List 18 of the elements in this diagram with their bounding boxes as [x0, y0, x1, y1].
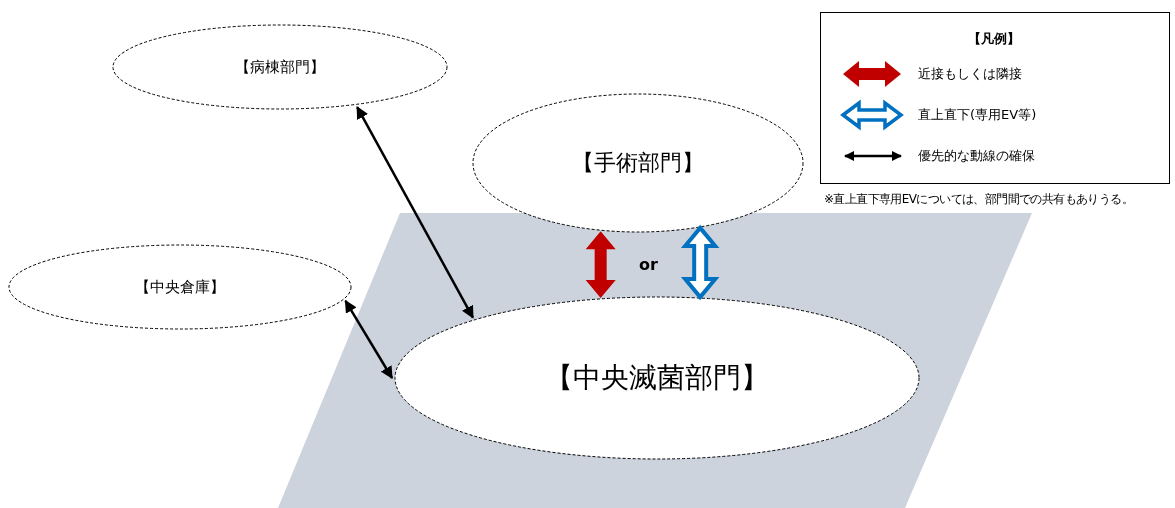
- department-name: 【中央滅菌部門】: [545, 360, 769, 396]
- connector-label: or: [639, 255, 658, 274]
- legend-label: 近接もしくは隣接: [918, 65, 1022, 83]
- block-arrow: [585, 231, 616, 298]
- footnote: ※直上直下専用EVについては、部門間での共有もありうる。: [824, 191, 1134, 208]
- department-name: 【病棟部門】: [235, 57, 325, 77]
- department-ellipse: [394, 296, 920, 460]
- department-ellipse: [112, 24, 448, 110]
- legend-label: 直上直下(専用EV等): [918, 106, 1037, 124]
- arrow: [356, 106, 474, 319]
- legend-label: 優先的な動線の確保: [918, 147, 1035, 165]
- block-arrow: [680, 224, 720, 301]
- arrow: [344, 299, 394, 380]
- department-name: 【中央倉庫】: [135, 277, 225, 297]
- legend-title: 【凡例】: [968, 30, 1020, 48]
- department-name: 【手術部門】: [572, 149, 704, 177]
- department-ellipse: [472, 93, 804, 233]
- department-ellipse: [8, 244, 352, 330]
